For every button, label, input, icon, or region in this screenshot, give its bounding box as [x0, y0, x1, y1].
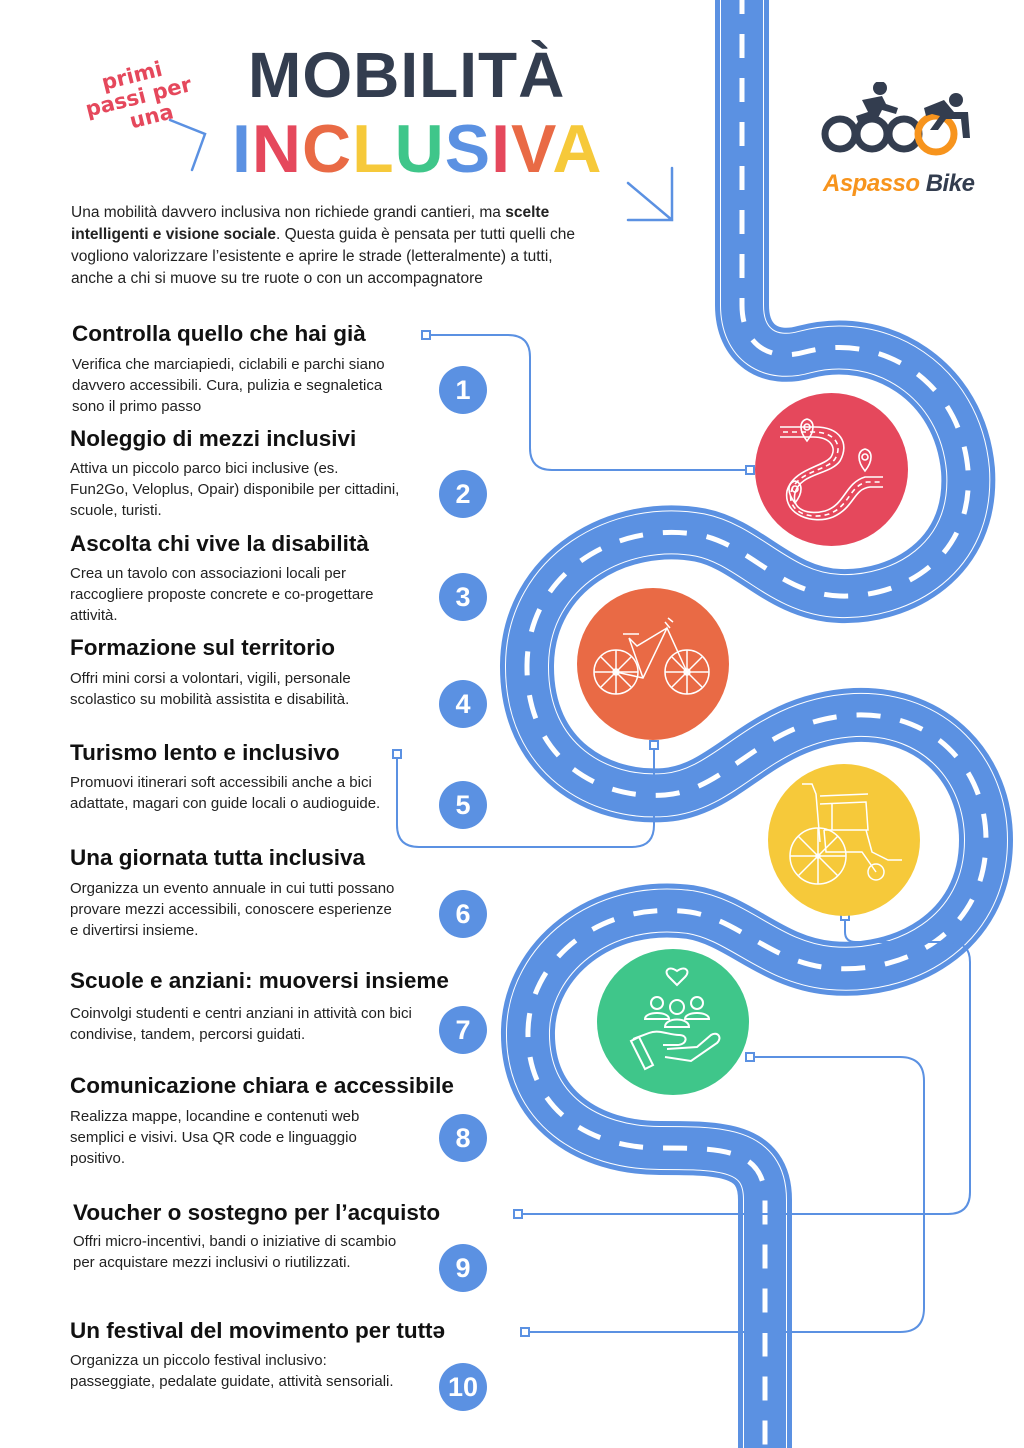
- step-description: Offri mini corsi a volontari, vigili, pe…: [70, 670, 351, 708]
- route-illustration-circle: [755, 393, 908, 546]
- title-letter: N: [251, 111, 303, 187]
- aspasso-bike-logo: [820, 81, 990, 168]
- step-number-badge: 9: [439, 1244, 487, 1292]
- intro-text-end: . Questa guida è pensata per tutti quell…: [71, 226, 576, 287]
- winding-route-with-pins-icon: [780, 418, 883, 521]
- bicycle-icon: [593, 617, 710, 695]
- step-title: Turismo lento e inclusivo: [70, 740, 340, 765]
- step-title: Scuole e anziani: muoversi insieme: [70, 968, 449, 993]
- intro-paragraph: Una mobilità davvero inclusiva non richi…: [71, 202, 591, 290]
- step-title: Noleggio di mezzi inclusivi: [70, 426, 357, 451]
- title-letter: V: [511, 111, 553, 187]
- step-description: Offri micro-incentivi, bandi o iniziativ…: [73, 1233, 397, 1271]
- title-letter: L: [352, 111, 395, 187]
- title-letter: I: [232, 111, 252, 187]
- step-title: Una giornata tutta inclusiva: [70, 845, 366, 870]
- step-description: Verifica che marciapiedi, ciclabili e pa…: [72, 356, 385, 415]
- step-title: Formazione sul territorio: [70, 635, 336, 660]
- step-number-badge: 4: [439, 680, 487, 728]
- title-letter: C: [302, 111, 353, 187]
- step-number-badge: 3: [439, 573, 487, 621]
- wheelchair-icon: [789, 783, 902, 885]
- step-number-badge: 5: [439, 781, 487, 829]
- step-number-badge: 2: [439, 470, 487, 518]
- brand-name-part-2: Bike: [925, 170, 975, 197]
- step-number-badge: 1: [439, 366, 487, 414]
- step-title: Un festival del movimento per tuttə: [70, 1318, 446, 1343]
- step-description: Organizza un evento annuale in cui tutti…: [70, 880, 395, 939]
- step-number-badge: 8: [439, 1114, 487, 1162]
- step-title: Ascolta chi vive la disabilità: [70, 531, 369, 556]
- step-description: Coinvolgi studenti e centri anziani in a…: [70, 1005, 412, 1043]
- title-letter: I: [491, 111, 512, 187]
- step-number-badge: 7: [439, 1006, 487, 1054]
- community-illustration-circle: [597, 949, 749, 1095]
- intro-text-start: Una mobilità davvero inclusiva non richi…: [71, 204, 506, 221]
- step-title: Controlla quello che hai già: [72, 321, 366, 346]
- intro-bold-text: scelte intelligenti e visione sociale: [71, 204, 550, 243]
- tandem-bike-wheelchair-icon: [821, 81, 970, 156]
- step-title: Comunicazione chiara e accessibile: [70, 1073, 454, 1098]
- step-description: Organizza un piccolo festival inclusivo:…: [70, 1352, 394, 1390]
- step-number-badge: 10: [439, 1363, 487, 1411]
- title-letter: U: [394, 111, 445, 187]
- wheelchair-illustration-circle: [768, 764, 920, 916]
- title-letter: S: [444, 111, 492, 187]
- step-number-badge: 6: [439, 890, 487, 938]
- hand-holding-people-heart-icon: [629, 967, 721, 1071]
- brand-name-part-1: Aspasso: [823, 170, 920, 197]
- step-description: Crea un tavolo con associazioni locali p…: [70, 565, 374, 624]
- title-letter: A: [552, 111, 603, 187]
- step-title: Voucher o sostegno per l’acquisto: [73, 1200, 441, 1225]
- step-description: Realizza mappe, locandine e contenuti we…: [70, 1108, 360, 1167]
- step-description: Attiva un piccolo parco bici inclusive (…: [70, 460, 400, 519]
- bicycle-illustration-circle: [577, 588, 729, 740]
- page-title-line-1: MOBILITÀ: [248, 39, 566, 111]
- brand-name: Aspasso Bike: [823, 170, 975, 198]
- page-title-line-2: INCLUSIVA: [232, 110, 602, 188]
- step-description: Promuovi itinerari soft accessibili anch…: [70, 774, 381, 812]
